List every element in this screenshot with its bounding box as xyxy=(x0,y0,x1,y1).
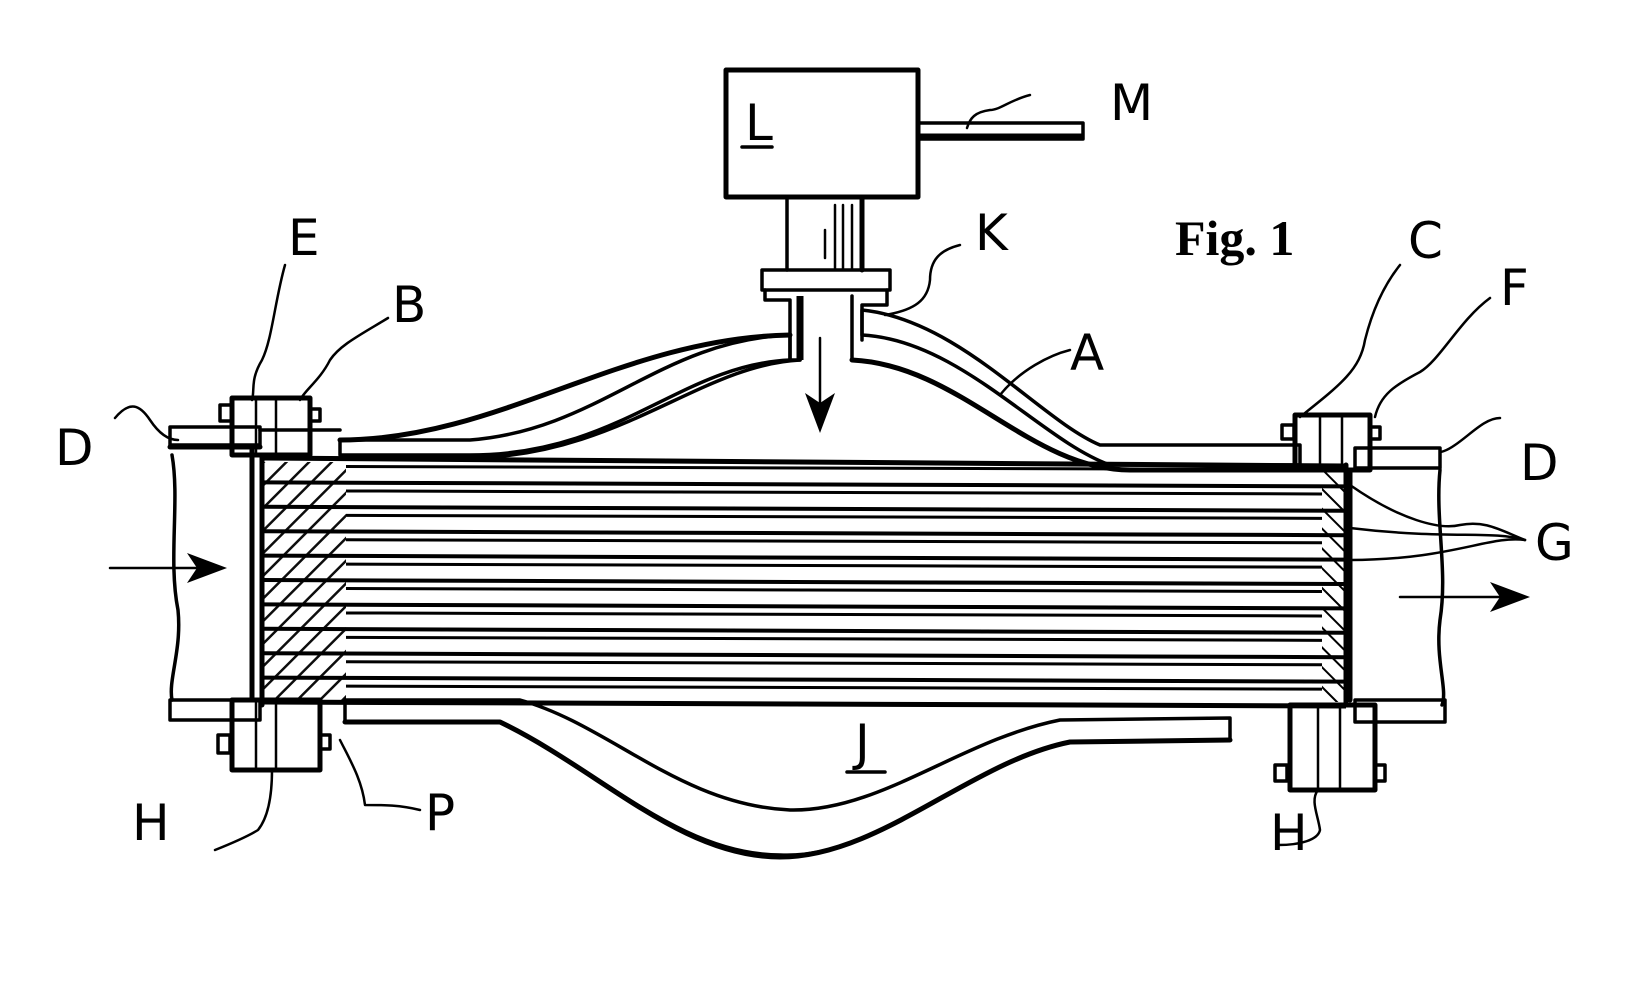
label-F: F xyxy=(1500,259,1529,317)
left-flange-bottom xyxy=(216,697,332,773)
label-L: L xyxy=(745,94,773,152)
tube-wall-line xyxy=(261,626,1347,635)
right-end-pipe xyxy=(1347,446,1447,724)
left-flange-top xyxy=(218,395,342,458)
tube-wall-line xyxy=(261,455,1347,469)
tube-wall-line xyxy=(261,675,1347,684)
label-E: E xyxy=(288,209,320,267)
tube xyxy=(345,489,1323,496)
label-D-right: D xyxy=(1520,434,1559,492)
label-H-left: H xyxy=(132,794,170,852)
tube-wall-line xyxy=(261,553,1347,562)
tube-wall-line xyxy=(261,480,1347,489)
tube-bundle xyxy=(261,455,1347,709)
label-G: G xyxy=(1535,514,1574,572)
supply-line xyxy=(916,121,1085,141)
label-K: K xyxy=(975,204,1009,262)
tube xyxy=(345,562,1323,569)
label-D-left: D xyxy=(55,419,94,477)
label-C: C xyxy=(1408,212,1443,270)
tube-wall-line xyxy=(261,578,1347,586)
label-B: B xyxy=(392,276,426,334)
tube xyxy=(345,635,1323,642)
left-tube-sheet xyxy=(262,462,346,702)
actuator-stem xyxy=(785,194,865,273)
tube xyxy=(345,538,1323,545)
right-tube-sheet xyxy=(1322,470,1344,702)
label-J: J xyxy=(852,714,870,772)
label-A: A xyxy=(1070,324,1104,382)
tube xyxy=(345,684,1323,691)
tube xyxy=(345,587,1323,594)
tube-wall-line xyxy=(261,602,1347,611)
left-end-pipe xyxy=(167,425,263,722)
leader-lines xyxy=(113,93,1527,852)
right-flange-top xyxy=(1280,412,1382,473)
tube-wall-line xyxy=(261,651,1347,660)
figure-title: Fig. 1 xyxy=(1175,210,1294,266)
port-fitting xyxy=(760,268,892,362)
tube xyxy=(345,513,1323,520)
label-P: P xyxy=(425,784,455,842)
label-M: M xyxy=(1110,74,1153,132)
tube xyxy=(345,611,1323,618)
right-flange-bottom xyxy=(1273,702,1387,793)
tube-wall-line xyxy=(261,529,1347,538)
tube xyxy=(345,465,1323,472)
tube-wall-line xyxy=(261,699,1347,709)
label-H-right: H xyxy=(1270,804,1308,862)
tube-wall-line xyxy=(261,504,1347,513)
housing-lower xyxy=(342,698,1233,860)
tube xyxy=(345,660,1323,667)
